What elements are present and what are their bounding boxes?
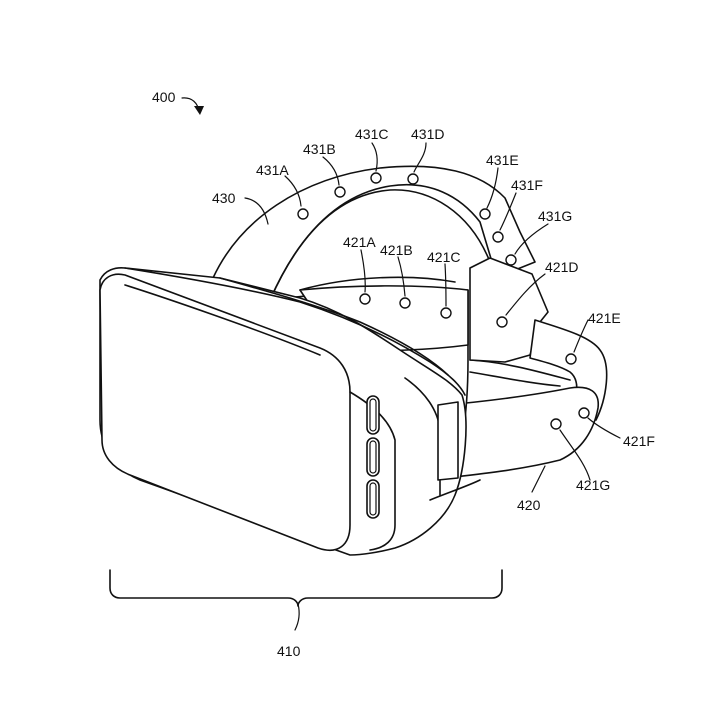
top-strap-sensors — [297, 172, 517, 266]
side-button-2-inner — [369, 440, 377, 474]
sensor-421A — [359, 293, 371, 305]
label-421G: 421G — [576, 477, 610, 493]
side-button-3[interactable] — [366, 479, 380, 519]
label-421D: 421D — [545, 259, 578, 275]
sensor-431F — [492, 231, 504, 243]
sensor-421E — [565, 353, 577, 365]
label-421A: 421A — [343, 234, 376, 250]
label-431D: 431D — [411, 126, 444, 142]
sensor-431G — [505, 254, 517, 266]
headset-top-edge-2 — [219, 277, 449, 376]
top-strap-inner-edge — [269, 184, 493, 301]
sensor-431C — [370, 172, 382, 184]
leader-lines — [244, 142, 621, 631]
headset-front-contour — [124, 284, 321, 356]
sensor-421F — [578, 407, 590, 419]
side-strap-front-band — [444, 386, 599, 479]
headset-bracket — [109, 569, 503, 607]
label-410: 410 — [277, 643, 301, 659]
sensor-431E — [479, 208, 491, 220]
label-431B: 431B — [303, 141, 336, 157]
side-button-2[interactable] — [366, 437, 380, 477]
label-400: 400 — [152, 89, 176, 105]
strap-clip — [437, 401, 459, 481]
sensor-421G — [550, 418, 562, 430]
label-421C: 421C — [427, 249, 460, 265]
sensor-421B — [399, 297, 411, 309]
rear-cushion-curve — [429, 479, 481, 501]
label-431G: 431G — [538, 208, 572, 224]
top-strap — [212, 165, 536, 301]
sensor-431B — [334, 186, 346, 198]
label-430: 430 — [212, 190, 236, 206]
label-420: 420 — [517, 497, 541, 513]
label-421E: 421E — [588, 310, 621, 326]
headset-front-panel — [99, 273, 351, 551]
label-421B: 421B — [380, 242, 413, 258]
sensor-421D — [496, 316, 508, 328]
sensor-431D — [407, 173, 419, 185]
label-431E: 431E — [486, 152, 519, 168]
ref-400-arrowhead — [194, 106, 204, 115]
side-strap-sensors — [359, 293, 590, 430]
label-431A: 431A — [256, 162, 289, 178]
label-421F: 421F — [623, 433, 655, 449]
rear-strap-inner-band — [299, 276, 456, 291]
side-button-3-inner — [369, 482, 377, 516]
label-431F: 431F — [511, 177, 543, 193]
ref-400-arrow — [181, 97, 200, 113]
sensor-431A — [297, 208, 309, 220]
side-button-1[interactable] — [366, 395, 380, 435]
side-button-1-inner — [369, 398, 377, 432]
rear-strap-lower-band-2 — [469, 371, 561, 387]
sensor-421C — [440, 307, 452, 319]
label-431C: 431C — [355, 126, 388, 142]
